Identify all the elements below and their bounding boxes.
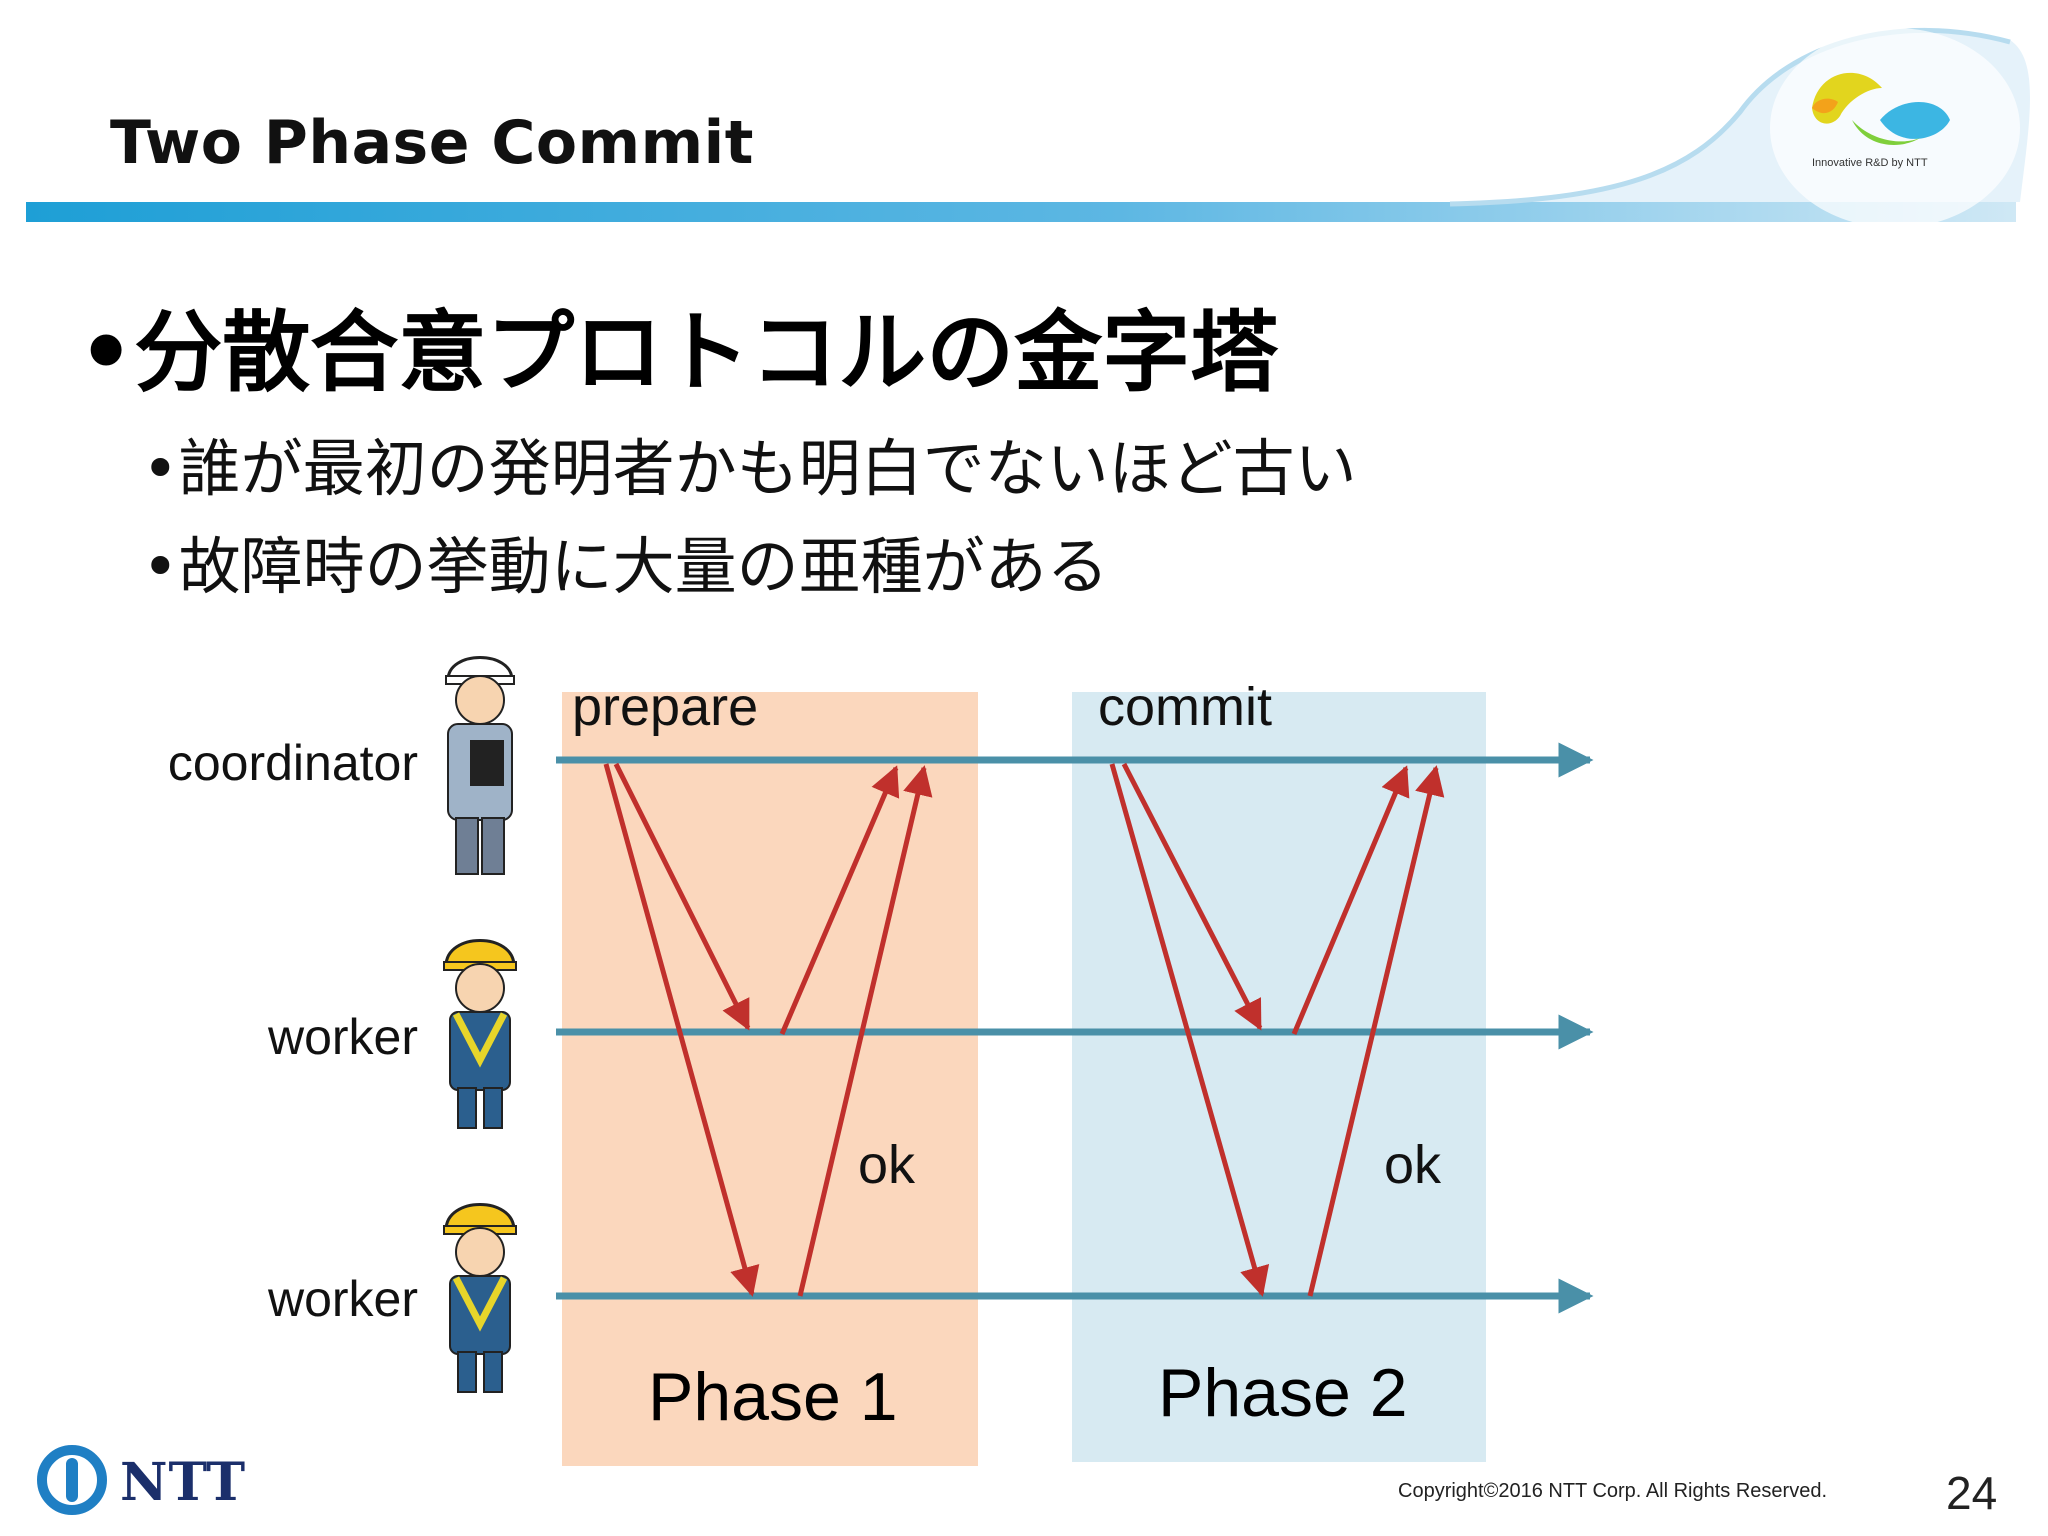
message-arrows bbox=[603, 762, 1445, 1297]
phase-label-1: Phase 1 bbox=[648, 1359, 898, 1435]
ntt-logo-icon bbox=[37, 1445, 107, 1515]
phase-label-2: Phase 2 bbox=[1158, 1355, 1408, 1431]
phase1-box bbox=[562, 692, 978, 1466]
slide-title: Two Phase Commit bbox=[110, 108, 754, 178]
worker-figure-1 bbox=[443, 939, 517, 1129]
message-label-ok: ok bbox=[858, 1135, 916, 1195]
sub-bullet: •故障時の挙動に大量の亜種がある bbox=[142, 530, 1109, 603]
innovative-logo bbox=[1770, 28, 2020, 228]
logo-caption: Innovative R&D by NTT bbox=[1812, 157, 1928, 169]
role-label-worker: worker bbox=[267, 1009, 418, 1065]
main-bullet: •分散合意プロトコルの金字塔 bbox=[78, 301, 1279, 404]
timelines bbox=[556, 742, 1594, 1314]
ntt-logo-text: NTT bbox=[120, 1452, 247, 1513]
coordinator-figure bbox=[445, 656, 515, 875]
message-label-prepare: prepare bbox=[572, 677, 759, 737]
worker-figure-2 bbox=[443, 1203, 517, 1393]
message-label-ok: ok bbox=[1384, 1135, 1442, 1195]
page-number: 24 bbox=[1946, 1467, 1998, 1519]
copyright: Copyright©2016 NTT Corp. All Rights Rese… bbox=[1398, 1480, 1827, 1502]
role-label-worker: worker bbox=[267, 1271, 418, 1327]
sub-bullet: •誰が最初の発明者かも明白でないほど古い bbox=[142, 432, 1357, 505]
role-label-coordinator: coordinator bbox=[167, 735, 418, 791]
phase2-box bbox=[1072, 692, 1486, 1462]
message-label-commit: commit bbox=[1098, 677, 1272, 737]
